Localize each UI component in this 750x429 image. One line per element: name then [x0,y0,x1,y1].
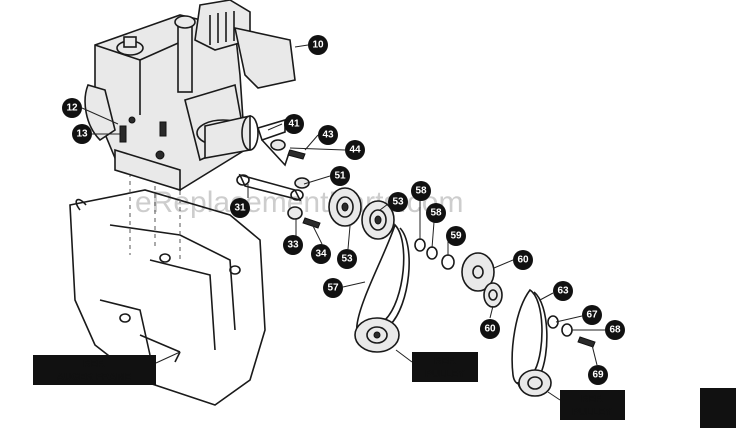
ref-pulley-1-line2: PULLEY [425,369,465,380]
ref-pulley-2-line1: REF. [581,394,603,405]
callout-33: 33 [283,235,303,255]
callout-53-upper: 53 [388,192,408,212]
svg-text:43: 43 [322,130,334,141]
callout-44: 44 [345,140,365,160]
callout-69: 69 [588,365,608,385]
svg-text:41: 41 [288,119,300,130]
callout-12: 12 [62,98,82,118]
svg-text:59: 59 [450,231,462,242]
svg-text:53: 53 [392,197,404,208]
ref-pulley-2: REF. PULLEY [547,390,625,420]
callout-41: 41 [284,114,304,134]
callout-67: 67 [582,305,602,325]
callout-10: 10 [308,35,328,55]
svg-text:33: 33 [287,240,299,251]
callout-34: 34 [311,244,331,264]
svg-text:34: 34 [315,249,327,260]
svg-text:53: 53 [341,254,353,265]
svg-text:60: 60 [484,324,496,335]
callout-60-right: 60 [513,250,533,270]
callouts: 10 12 13 41 43 44 51 31 33 34 53 53 58 5… [62,35,625,385]
auger-frame [69,165,266,406]
callout-31: 31 [230,198,250,218]
svg-text:67: 67 [586,310,598,321]
svg-text:58: 58 [430,208,442,219]
callout-63: 63 [553,281,573,301]
svg-text:51: 51 [334,171,346,182]
callout-57: 57 [323,278,343,298]
engine [84,0,296,192]
corner-mark [700,388,736,428]
svg-text:44: 44 [349,145,361,156]
svg-text:69: 69 [592,370,604,381]
svg-text:68: 68 [609,325,621,336]
callout-68: 68 [605,320,625,340]
ref-auger-frame-line1: REF. [83,359,105,370]
callout-59: 59 [446,226,466,246]
callout-58-upper: 58 [411,181,431,201]
callout-51: 51 [330,166,350,186]
svg-text:10: 10 [312,40,324,51]
svg-text:13: 13 [76,129,88,140]
ref-auger-frame: REF. AUGER FRAME [33,351,181,385]
callout-53-lower: 53 [337,249,357,269]
ref-pulley-1-line1: REF. [434,356,456,367]
drive-belt [354,223,410,353]
ref-pulley-1: REF. PULLEY [395,349,478,382]
callout-60-lower: 60 [480,319,500,339]
svg-text:63: 63 [557,286,569,297]
idler-arm [236,139,321,229]
washers [414,238,503,308]
svg-text:31: 31 [234,203,246,214]
leader-lines [81,44,605,366]
svg-text:60: 60 [517,255,529,266]
callout-43: 43 [318,125,338,145]
ref-auger-frame-line2: AUGER FRAME [57,372,132,383]
svg-text:57: 57 [327,283,339,294]
svg-text:12: 12 [66,103,78,114]
callout-13: 13 [72,124,92,144]
ref-pulley-2-line2: PULLEY [572,407,612,418]
callout-58-lower: 58 [426,203,446,223]
auger-belt [511,288,596,397]
svg-text:58: 58 [415,186,427,197]
idler-pulleys [328,187,395,240]
